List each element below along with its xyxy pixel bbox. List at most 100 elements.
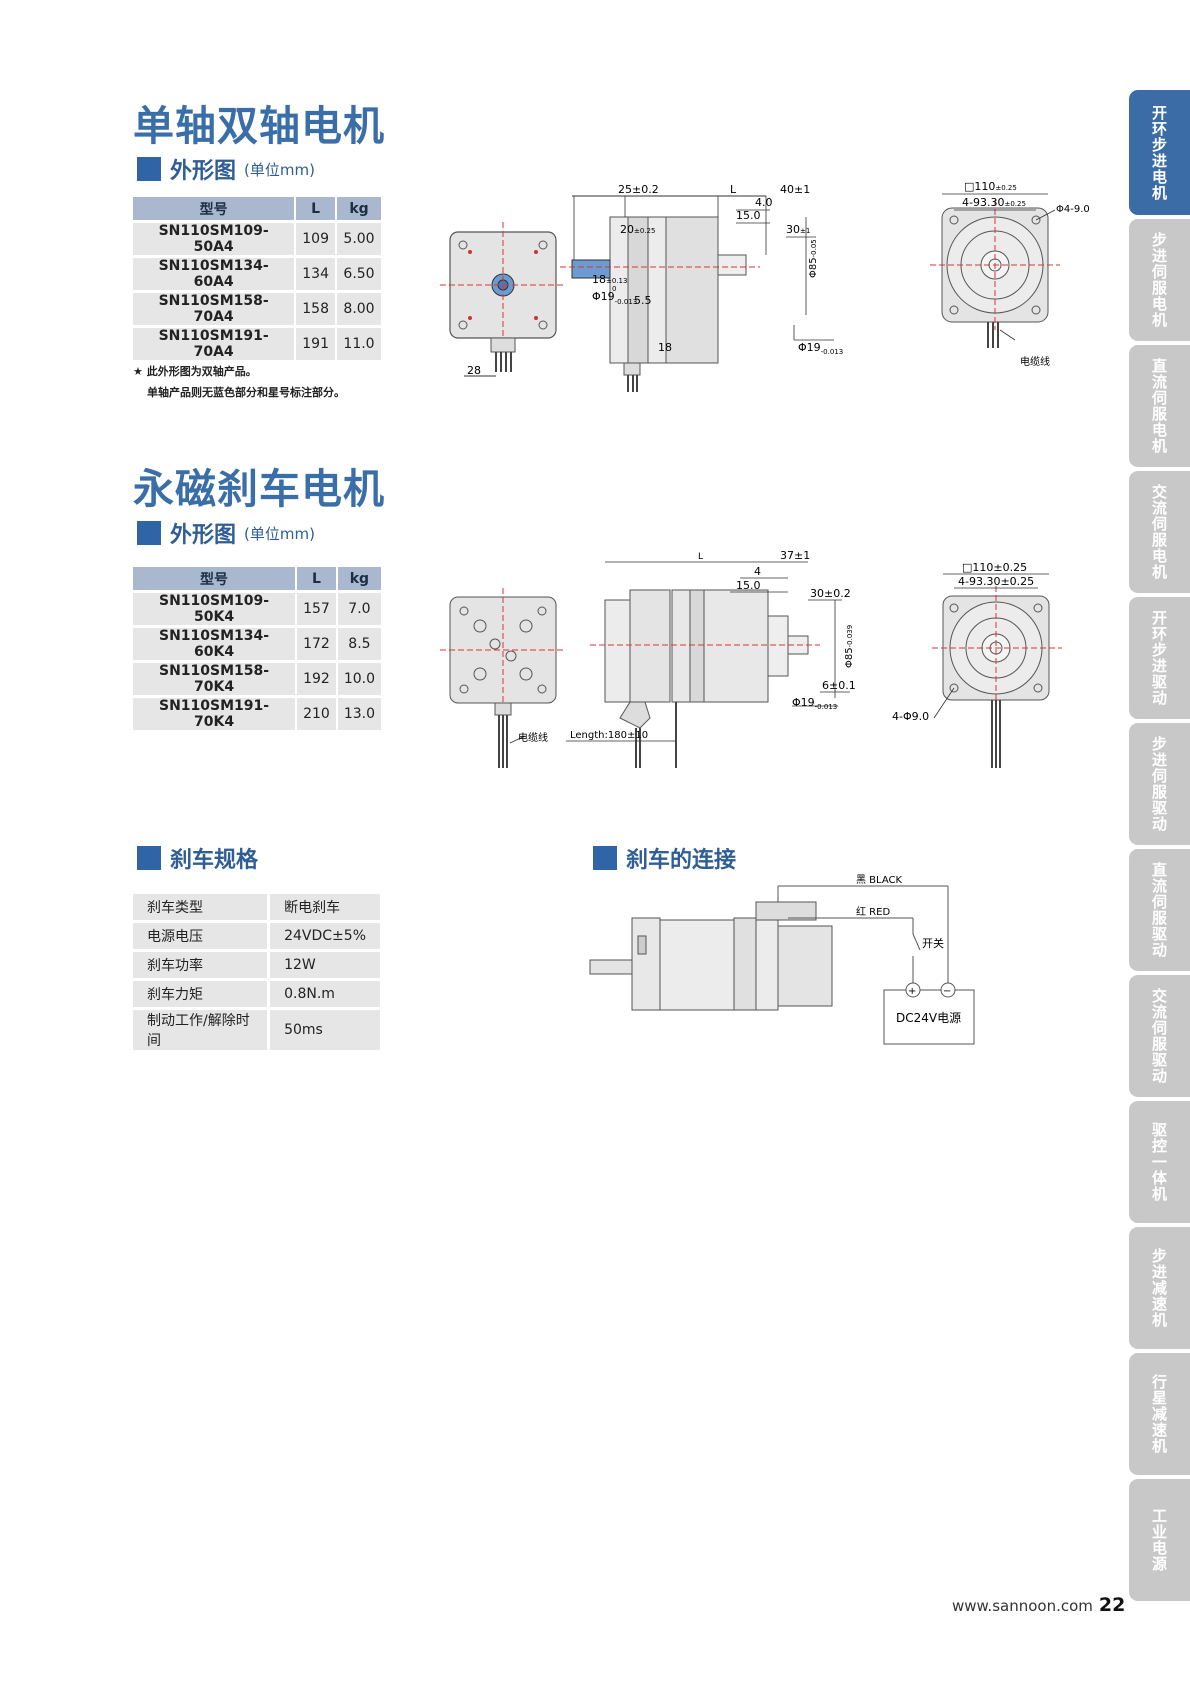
section1-spec-table: 型号 L kg SN110SM109-50A4 109 5.00 SN110SM… <box>133 197 383 360</box>
spec-value: 12W <box>268 949 383 980</box>
spec-label: 电源电压 <box>133 920 271 951</box>
brake-cable-label: 电缆线 <box>518 731 548 744</box>
brake-connection-diagram: 黑 BLACK 红 RED 开关 + − DC24V电源 <box>589 874 975 1045</box>
col-header-model: 型号 <box>133 567 298 592</box>
cell-l: 172 <box>296 625 338 662</box>
wire-red-label: 红 RED <box>856 905 890 918</box>
section2-spec-table: 型号 L kg SN110SM109-50K4 157 7.0 SN110SM1… <box>133 567 384 730</box>
cell-l: 109 <box>295 220 337 257</box>
spec-value: 24VDC±5% <box>268 920 383 951</box>
spec-value: 0.8N.m <box>268 978 383 1009</box>
brake-dim-37: 37±1 <box>780 549 810 562</box>
cell-kg: 8.00 <box>336 290 383 327</box>
section2-subheading-label: 外形图 <box>170 523 237 548</box>
section1-note: ★ 此外形图为双轴产品。 单轴产品则无蓝色部分和星号标注部分。 <box>133 361 345 403</box>
col-header-l: L <box>296 567 338 592</box>
minus-terminal: − <box>943 986 951 997</box>
side-view: 25±0.2 L 40±1 4.0 15.0 20±0.25 30±1 18±0… <box>560 183 843 392</box>
tab-stepper-reducer[interactable]: 步进减速机 <box>1129 1227 1190 1349</box>
spec-label: 刹车类型 <box>133 891 271 922</box>
spec-label: 制动工作/解除时间 <box>133 1007 271 1050</box>
tab-industrial-power-supply[interactable]: 工业电源 <box>1129 1479 1190 1601</box>
brake-end-view: □110±0.25 4-93.30±0.25 4-Φ9.0 <box>892 561 1062 768</box>
cell-model: SN110SM158-70K4 <box>133 660 298 697</box>
table-row: SN110SM191-70K4 210 13.0 <box>133 695 384 730</box>
cell-kg: 10.0 <box>336 660 384 697</box>
heading-square-icon <box>593 846 617 870</box>
dim-93: 4-93.30±0.25 <box>962 196 1026 209</box>
heading-square-icon <box>137 521 161 545</box>
cell-l: 192 <box>296 660 338 697</box>
cell-model: SN110SM109-50K4 <box>133 590 298 627</box>
brake-connection-heading: 刹车的连接 <box>593 842 736 874</box>
note-line-2: 单轴产品则无蓝色部分和星号标注部分。 <box>147 386 345 399</box>
tab-dc-servo-driver[interactable]: 直流伺服驱动 <box>1129 849 1190 971</box>
footer: www.sannoon.com 22 <box>952 1594 1125 1616</box>
tab-integrated-driver-motor[interactable]: 驱控一体机 <box>1129 1101 1190 1223</box>
dim-4: 4.0 <box>755 196 773 209</box>
cell-model: SN110SM134-60K4 <box>133 625 298 662</box>
dim-25: 25±0.2 <box>618 183 659 196</box>
cell-kg: 8.5 <box>336 625 384 662</box>
note-line-1: ★ 此外形图为双轴产品。 <box>133 365 257 378</box>
spec-label: 刹车力矩 <box>133 978 271 1009</box>
section2-outline-drawing: 电缆线 Length:180±10 L 37±1 4 15.0 30±0.2 Φ… <box>440 549 1062 768</box>
dim-18-tol: 18±0.13 <box>592 273 627 286</box>
brake-dim-4: 4 <box>754 565 761 578</box>
tab-stepper-servo-driver[interactable]: 步进伺服驱动 <box>1129 723 1190 845</box>
dim-l: L <box>730 183 737 196</box>
cell-l: 191 <box>295 325 337 360</box>
brake-length-label: Length:180±10 <box>570 730 648 741</box>
table-row: SN110SM158-70K4 192 10.0 <box>133 660 384 697</box>
tab-open-loop-stepper-driver[interactable]: 开环步进驱动 <box>1129 597 1190 719</box>
tab-ac-servo-motor[interactable]: 交流伺服电机 <box>1129 471 1190 593</box>
tab-stepper-servo-motor[interactable]: 步进伺服电机 <box>1129 219 1190 341</box>
cell-l: 157 <box>296 590 338 627</box>
col-header-l: L <box>295 197 337 222</box>
tab-ac-servo-driver[interactable]: 交流伺服驱动 <box>1129 975 1190 1097</box>
heading-square-icon <box>137 157 161 181</box>
cell-model: SN110SM158-70A4 <box>133 290 297 327</box>
brake-dim-93: 4-93.30±0.25 <box>958 575 1034 588</box>
table-row: SN110SM134-60A4 134 6.50 <box>133 255 383 292</box>
dim-28: 28 <box>467 364 481 377</box>
table-row: SN110SM158-70A4 158 8.00 <box>133 290 383 327</box>
dim-110: □110±0.25 <box>964 180 1017 193</box>
section2-unit: (单位mm) <box>244 524 315 543</box>
cell-l: 210 <box>296 695 338 730</box>
plus-terminal: + <box>908 986 916 997</box>
section1-subheading: 外形图 (单位mm) <box>137 153 315 185</box>
dim-20: 20±0.25 <box>620 223 655 236</box>
brake-dim-l: L <box>698 552 703 562</box>
spec-label: 刹车功率 <box>133 949 271 980</box>
switch-label: 开关 <box>922 936 944 950</box>
footer-url[interactable]: www.sannoon.com <box>952 1597 1093 1615</box>
dim-phi85: Φ85-0.05 <box>808 239 819 278</box>
table-row: SN110SM109-50A4 109 5.00 <box>133 220 383 257</box>
wire-black-label: 黑 BLACK <box>856 874 902 886</box>
brake-dim-4phi9: 4-Φ9.0 <box>892 710 929 723</box>
brake-front-view: 电缆线 <box>440 588 566 768</box>
tab-planetary-reducer[interactable]: 行星减速机 <box>1129 1353 1190 1475</box>
table-header-row: 型号 L kg <box>133 567 384 592</box>
cell-model: SN110SM191-70A4 <box>133 325 297 360</box>
cell-model: SN110SM134-60A4 <box>133 255 297 292</box>
section1-title: 单轴双轴电机 <box>133 102 385 150</box>
brake-side-view: Length:180±10 L 37±1 4 15.0 30±0.2 Φ85-0… <box>566 549 856 768</box>
section1-unit: (单位mm) <box>244 160 315 179</box>
col-header-kg: kg <box>336 197 383 222</box>
spec-value: 50ms <box>268 1007 383 1050</box>
tab-open-loop-stepper-motor[interactable]: 开环步进电机 <box>1129 90 1190 215</box>
section1-subheading-label: 外形图 <box>170 159 237 184</box>
brake-connection-heading-label: 刹车的连接 <box>626 848 737 873</box>
dim-phi19: Φ19-0.013 <box>592 290 637 306</box>
page-number: 22 <box>1098 1594 1126 1616</box>
dim-40: 40±1 <box>780 183 810 196</box>
tab-dc-servo-motor[interactable]: 直流伺服电机 <box>1129 345 1190 467</box>
section2-subheading: 外形图 (单位mm) <box>137 517 315 549</box>
cell-kg: 5.00 <box>336 220 383 257</box>
